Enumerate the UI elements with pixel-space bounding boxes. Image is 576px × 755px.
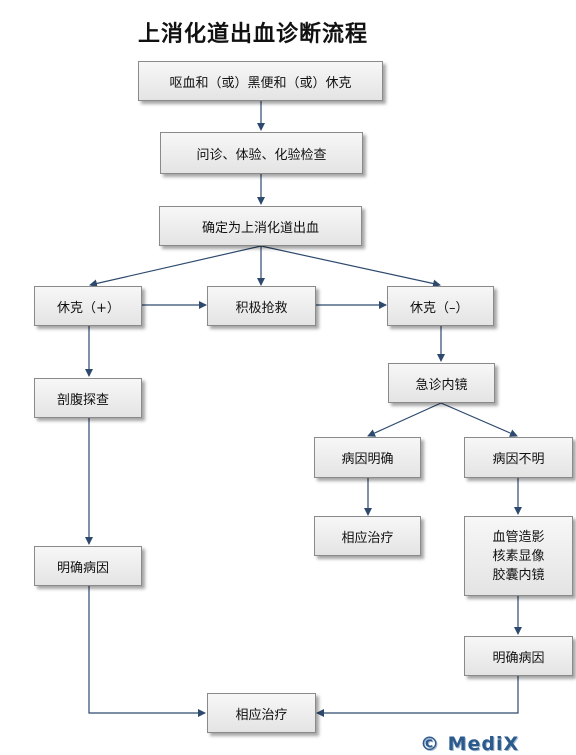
node-imaging: 血管造影 核素显像 胶囊内镜 [464,516,573,596]
node-treatment-bottom: 相应治疗 [207,693,316,733]
page-title: 上消化道出血诊断流程 [138,22,369,47]
arrow-confirm-shock-pos [89,245,262,288]
arrow-identify-left-treat [88,586,206,717]
node-identify-cause-right: 明确病因 [464,636,573,676]
imaging-angiography: 血管造影 [492,529,545,545]
node-shock-positive: 休克（+） [34,286,142,326]
arrow-endoscopy-cause-clear [367,402,442,437]
node-laparotomy: 剖腹探查 [34,378,142,418]
node-cause-unclear: 病因不明 [464,437,573,478]
arrow-confirm-shock-neg [260,245,441,288]
node-exam: 问诊、体验、化验检查 [160,132,363,174]
watermark-logo: © MediX [420,733,520,755]
node-symptoms: 呕血和（或）黑便和（或）休克 [138,61,383,101]
imaging-nuclide: 核素显像 [492,548,545,564]
node-confirm: 确定为上消化道出血 [159,206,362,246]
imaging-capsule: 胶囊内镜 [492,567,545,583]
node-treatment-right: 相应治疗 [314,516,421,556]
node-cause-clear: 病因明确 [314,437,421,478]
node-emergency-endoscopy: 急诊内镜 [388,363,495,403]
node-identify-cause-left: 明确病因 [34,546,142,586]
node-shock-negative: 休克（–） [387,286,494,326]
node-rescue: 积极抢救 [207,286,316,326]
arrow-identify-right-treat [316,676,519,717]
arrow-endoscopy-cause-unclear [440,402,518,437]
